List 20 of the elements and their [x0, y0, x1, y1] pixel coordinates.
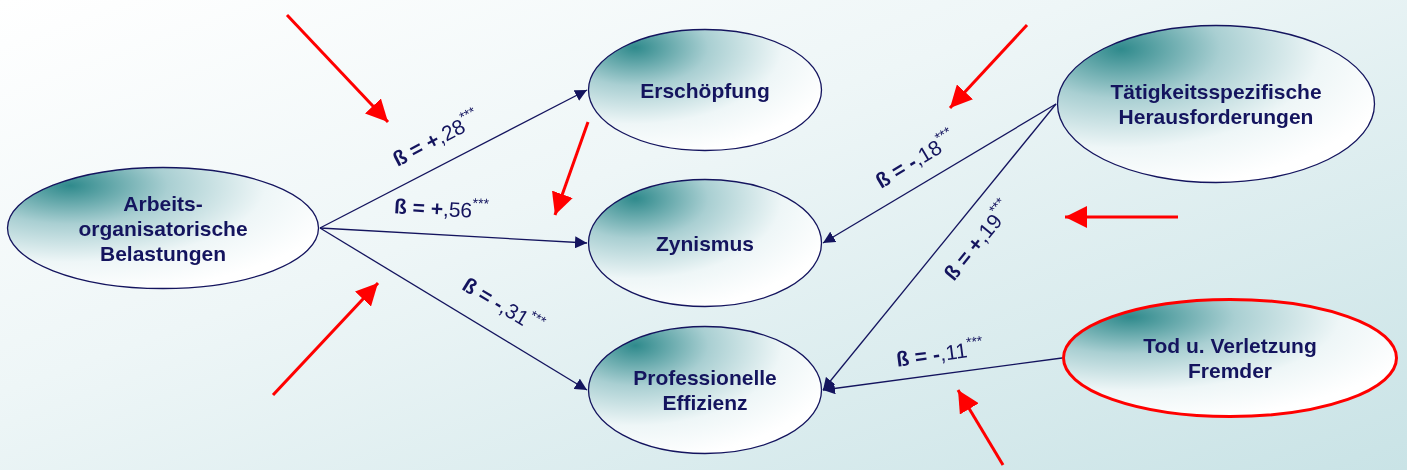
arrow [319, 227, 588, 249]
arrow [822, 103, 1057, 391]
arrow [319, 227, 588, 391]
arrow [822, 357, 1063, 395]
ellipse-node [1056, 24, 1376, 184]
ellipse-node [587, 325, 823, 455]
node-label: Tätigkeitsspezifische Herausforderungen [1109, 79, 1323, 129]
edge-label: ß = +,56$^{***}$ [393, 194, 490, 224]
node-label: Professionelle Effizienz [632, 365, 778, 415]
ellipse-node [587, 178, 823, 308]
node-label: Zynismus [655, 230, 755, 256]
node-label: Erschöpfung [639, 77, 771, 103]
ellipse-node [1062, 298, 1398, 418]
arrow [319, 89, 588, 229]
arrow [822, 103, 1057, 244]
ellipse-node [6, 166, 320, 290]
node-label: Tod u. Verletzung Fremder [1142, 333, 1318, 383]
node-label: Arbeits- organisatorische Belastungen [77, 190, 249, 266]
ellipse-node [587, 28, 823, 152]
edge-label: ß = -,11$^{***}$ [894, 336, 985, 372]
